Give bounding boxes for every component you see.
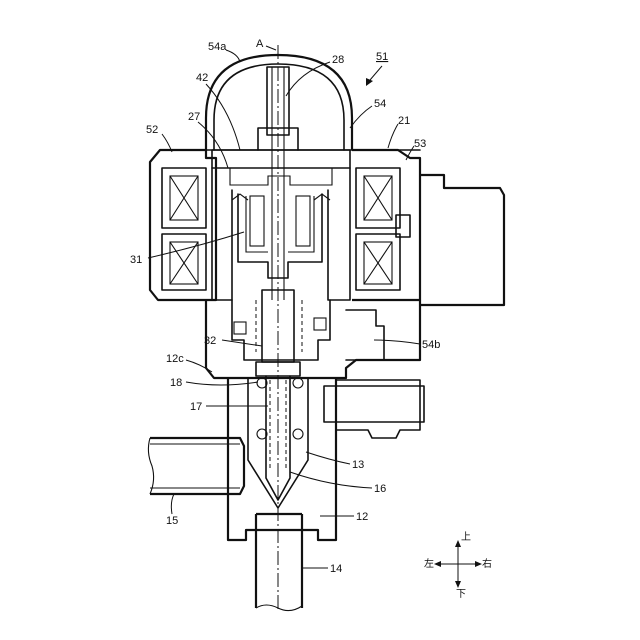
direction-indicator: 上 下 左 右 — [424, 531, 492, 600]
arrow-down-icon — [455, 581, 461, 588]
direction-up-label: 上 — [461, 531, 471, 543]
label-12: 12 — [356, 511, 368, 523]
label-16: 16 — [374, 483, 386, 495]
outlet-pipe — [256, 514, 302, 608]
upper-core-plate — [212, 150, 350, 168]
leader-21 — [388, 124, 398, 148]
label-31: 31 — [130, 254, 142, 266]
direction-left-label: 左 — [424, 557, 434, 570]
left-coil-upper-cross — [170, 176, 198, 220]
label-51: 51 — [376, 51, 388, 63]
inlet-pipe — [150, 438, 244, 494]
core-plate-steps — [230, 168, 332, 185]
right-coil-lower-cross — [364, 242, 392, 284]
label-28: 28 — [332, 54, 344, 66]
side-port-54b — [346, 310, 384, 360]
inlet-pipe-break — [148, 438, 153, 494]
label-54a: 54a — [208, 41, 227, 53]
arrow-left-icon — [434, 561, 441, 567]
valve-body-right-port — [336, 380, 420, 438]
arrow-right-icon — [475, 561, 482, 567]
ball-right — [293, 378, 303, 388]
armature-left-spring — [250, 196, 264, 246]
label-42: 42 — [196, 72, 208, 84]
right-coil-upper-cross — [364, 176, 392, 220]
label-32: 32 — [204, 335, 216, 347]
valve-body-upper — [206, 300, 420, 378]
label-17: 17 — [190, 401, 202, 413]
yoke-right — [328, 168, 350, 300]
leader-42 — [206, 84, 240, 150]
leader-51-arrowhead — [366, 78, 373, 86]
label-53: 53 — [414, 138, 426, 150]
left-pin — [234, 322, 246, 334]
leader-13 — [306, 452, 350, 464]
right-pin — [314, 318, 326, 330]
label-15: 15 — [166, 515, 178, 527]
leader-27 — [198, 122, 228, 168]
label-a: A — [256, 38, 264, 50]
leader-51 — [370, 66, 382, 80]
direction-right-label: 右 — [482, 557, 492, 570]
leader-16 — [290, 472, 372, 488]
dome-cover-inner — [214, 64, 344, 150]
leader-54 — [350, 106, 372, 128]
plunger-hidden — [256, 300, 302, 352]
label-21: 21 — [398, 115, 410, 127]
leader-15 — [171, 494, 174, 514]
label-54: 54 — [374, 98, 386, 110]
armature-right-spring — [296, 196, 310, 246]
right-port-fitting — [324, 386, 424, 422]
label-14: 14 — [330, 563, 342, 575]
label-52: 52 — [146, 124, 158, 136]
left-coil-lower-cross — [170, 242, 198, 284]
leader-a — [266, 46, 276, 50]
ball-right-lower — [293, 429, 303, 439]
armature-inner — [246, 196, 314, 252]
inlet-pipe-inner — [150, 444, 240, 488]
label-13: 13 — [352, 459, 364, 471]
leader-54b — [374, 340, 420, 344]
leader-54a — [226, 50, 240, 62]
label-18: 18 — [170, 377, 182, 389]
outlet-pipe-break — [256, 605, 302, 611]
label-27: 27 — [188, 111, 200, 123]
armature-left — [238, 194, 322, 278]
direction-down-label: 下 — [456, 589, 466, 600]
label-12c: 12c — [166, 353, 184, 365]
connector-body — [420, 175, 504, 305]
label-54b: 54b — [422, 339, 440, 351]
